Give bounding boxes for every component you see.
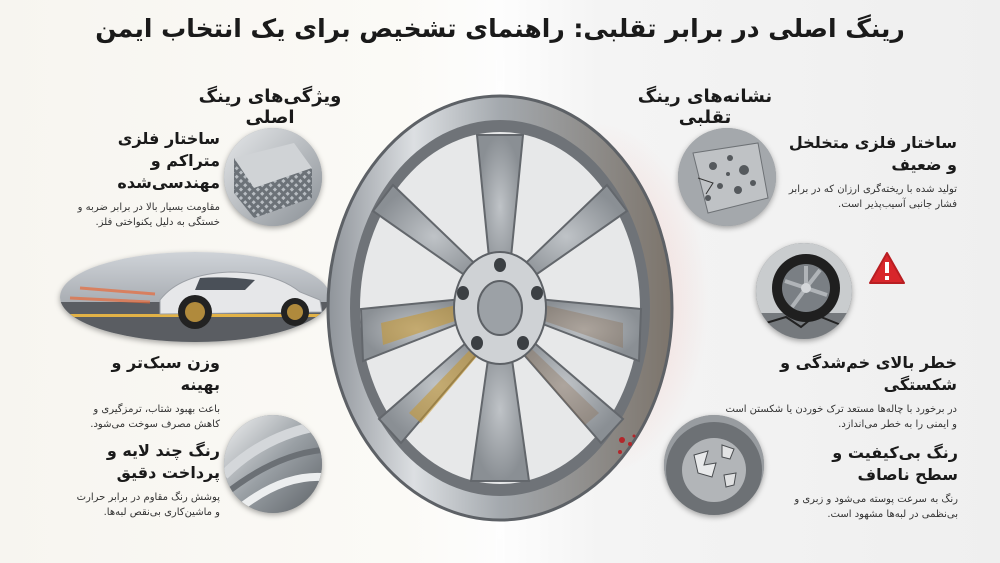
feature-title: ساختار فلزی متخلخل و ضعیف [788, 133, 957, 174]
feature-title: خطر بالای خم‌شدگی و شکستگی [780, 353, 957, 394]
fake-feature-1: ساختار فلزی متخلخل و ضعیف تولید شده با ر… [782, 132, 957, 212]
page-title: رینگ اصلی در برابر تقلبی: راهنمای تشخیص … [95, 14, 905, 43]
porous-metal-icon [678, 128, 776, 226]
feature-text: در برخورد با چاله‌ها مستعد ترک خوردن یا … [725, 404, 957, 430]
original-feature-3: رنگ چند لایه و پرداخت دقیق پوشش رنگ مقاو… [70, 440, 220, 520]
feature-title: ساختار فلزی متراکم و مهندسی‌شده [117, 129, 220, 192]
feature-text: باعث بهبود شتاب، ترمزگیری و کاهش مصرف سو… [90, 404, 220, 430]
dense-metal-icon [224, 128, 322, 226]
original-heading: ویژگی‌های رینگ اصلی [198, 86, 342, 128]
warning-icon [869, 252, 905, 284]
feature-text: پوشش رنگ مقاوم در برابر حرارت و ماشین‌کا… [76, 492, 220, 518]
fake-feature-2: خطر بالای خم‌شدگی و شکستگی در برخورد با … [722, 352, 957, 432]
original-feature-2: وزن سبک‌تر و بهینه باعث بهبود شتاب، ترمز… [70, 352, 220, 432]
peeling-paint-icon [664, 415, 764, 515]
feature-title: وزن سبک‌تر و بهینه [111, 353, 220, 394]
feature-text: تولید شده با ریخته‌گری ارزان که در برابر… [788, 184, 957, 210]
blood-splatter-icon [618, 434, 636, 454]
sports-car-icon [60, 252, 330, 342]
feature-title: رنگ چند لایه و پرداخت دقیق [106, 441, 220, 482]
feature-text: مقاومت بسیار بالا در برابر ضربه و خستگی … [77, 202, 220, 228]
polished-rim-icon [224, 415, 322, 513]
fake-feature-3: رنگ بی‌کیفیت و سطح ناصاف رنگ به سرعت پوس… [790, 442, 958, 522]
original-feature-1: ساختار فلزی متراکم و مهندسی‌شده مقاومت ب… [70, 128, 220, 230]
feature-title: رنگ بی‌کیفیت و سطح ناصاف [832, 443, 958, 484]
bent-wheel-icon [756, 243, 852, 339]
fake-heading: نشانه‌های رینگ تقلبی [637, 86, 773, 128]
feature-text: رنگ به سرعت پوسته می‌شود و زبری و بی‌نظم… [794, 494, 958, 520]
wheel-illustration [326, 94, 674, 522]
